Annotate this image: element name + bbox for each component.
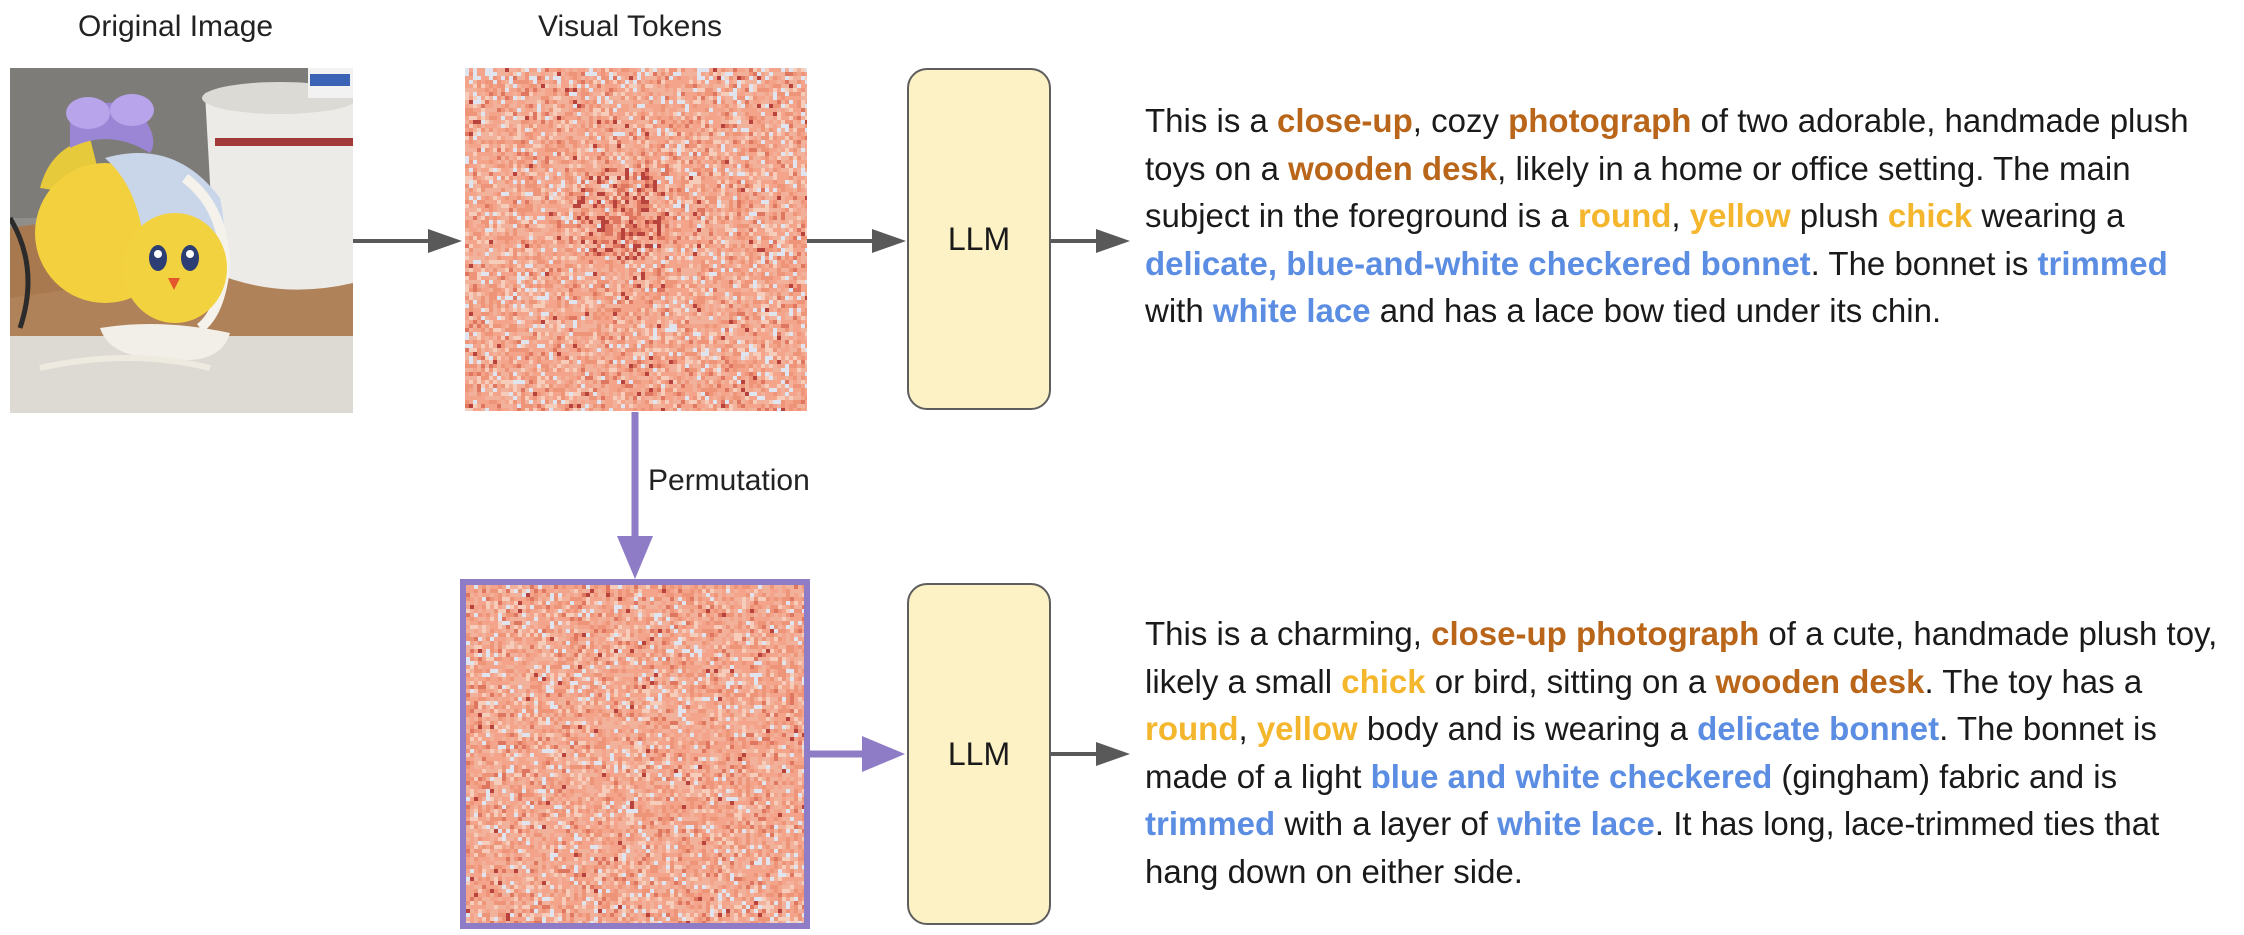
highlight-blue: trimmed [2037,244,2168,282]
text-segment: . The bonnet is [1810,244,2038,282]
llm-box-top: LLM [907,68,1051,410]
arrow-permuted-to-llm-bottom [810,736,905,772]
permuted-tokens-heatmap [460,579,810,929]
llm-top-label: LLM [947,220,1011,257]
highlight-blue: white lace [1497,805,1655,842]
text-segment: This is a charming, [1145,615,1432,652]
text-segment: and has a lace bow tied under its chin. [1370,292,1942,329]
llm-box-bottom: LLM [907,583,1051,925]
plush-photo-illustration [10,68,353,413]
description-permuted: This is a charming, close-up photograph … [1145,610,2235,895]
highlight-blue: , [1267,244,1287,282]
highlight-blue: blue-and-white checkered bonnet [1286,244,1811,282]
highlight-yellow: yellow [1256,710,1358,747]
text-segment: or bird, sitting on a [1425,662,1716,700]
highlight-blue: white lace [1212,292,1371,329]
original-photo [10,68,353,413]
highlight-blue: delicate bonnet [1697,710,1940,747]
text-segment: , [1671,197,1690,234]
text-segment: . The toy has a [1924,662,2143,700]
text-segment: with a layer of [1275,805,1498,842]
highlight-blue: trimmed [1145,805,1276,842]
permuted-tokens-grid [466,585,804,923]
text-segment: wearing a [1972,197,2125,234]
highlight-brown: close-up [1277,102,1413,139]
text-segment: (gingham) fabric and is [1772,757,2118,795]
text-segment: , [1238,710,1257,747]
highlight-blue: blue and white checkered [1370,757,1773,795]
highlight-brown: wooden desk [1288,149,1498,187]
highlight-yellow: chick [1341,662,1426,700]
text-segment: . It has long, lace-trimmed ties that ha… [1145,805,2160,890]
llm-bottom-label: LLM [947,735,1011,772]
description-original: This is a close-up, cozy photograph of t… [1145,97,2235,335]
arrow-llm-bottom-to-text [1051,742,1130,766]
text-segment: of a cute, handmade plush toy, likely a … [1145,615,2218,700]
arrow-llm-top-to-text [1051,229,1130,253]
permutation-label: Permutation [648,464,810,497]
highlight-blue: delicate [1145,244,1268,282]
text-segment: body and is wearing a [1357,710,1698,747]
arrow-tokens-to-llm-top [807,229,906,253]
original-image-label: Original Image [78,10,274,43]
highlight-yellow: round [1145,710,1239,747]
text-segment: This is a [1145,102,1278,139]
highlight-brown: wooden desk [1715,662,1925,700]
arrow-photo-to-tokens [353,229,462,253]
permutation-arrow [617,412,653,579]
highlight-brown: close-up photograph [1431,615,1760,652]
highlight-yellow: yellow [1689,197,1791,234]
text-segment: , likely in a home or office setting. Th… [1145,149,2131,235]
visual-tokens-heatmap [465,68,807,411]
text-segment: , cozy [1412,102,1509,139]
visual-tokens-grid [465,68,807,411]
text-segment: . The bonnet is made of a light [1145,710,2157,795]
text-segment: of two adorable, handmade plush toys on … [1145,102,2189,187]
text-segment: plush [1790,197,1888,234]
visual-tokens-label: Visual Tokens [538,10,723,43]
highlight-yellow: round [1577,197,1672,234]
text-segment: with [1145,292,1213,329]
highlight-yellow: chick [1887,197,1973,234]
highlight-brown: photograph [1508,102,1692,139]
